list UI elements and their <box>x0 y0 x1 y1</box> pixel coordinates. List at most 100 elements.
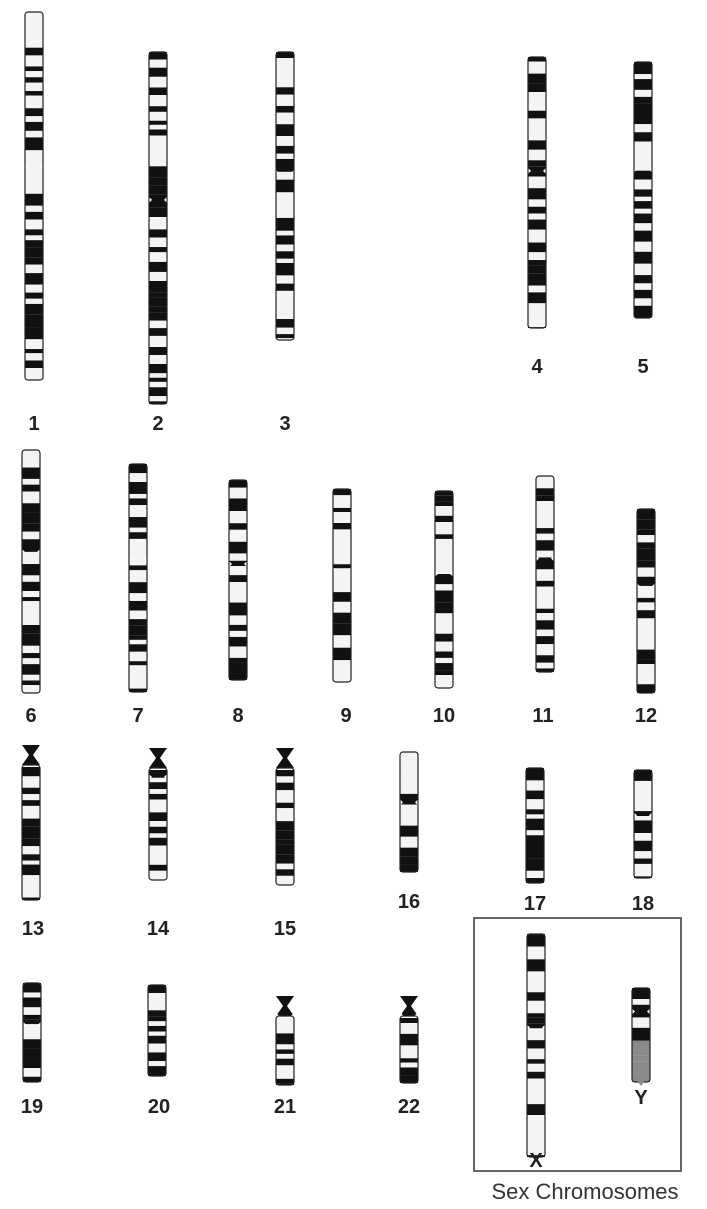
band <box>527 1127 545 1139</box>
band <box>25 293 43 299</box>
band <box>536 636 554 644</box>
band <box>25 265 43 273</box>
band <box>276 770 294 776</box>
band <box>528 150 546 161</box>
band <box>528 160 546 166</box>
band <box>276 1033 294 1044</box>
band <box>276 235 294 244</box>
band <box>527 947 545 960</box>
band <box>22 485 40 492</box>
band <box>435 564 453 574</box>
label-y: Y <box>634 1087 648 1109</box>
band <box>400 790 418 794</box>
band <box>148 1066 166 1076</box>
band <box>149 846 167 855</box>
band <box>148 1036 166 1044</box>
band <box>23 1039 41 1048</box>
band <box>528 260 546 266</box>
band <box>400 1058 418 1062</box>
band <box>229 530 247 542</box>
band <box>25 219 43 229</box>
band <box>400 1045 418 1058</box>
band <box>276 1079 294 1084</box>
band <box>634 864 652 876</box>
band <box>435 574 453 584</box>
band <box>229 625 247 631</box>
band <box>528 252 546 260</box>
band <box>149 859 167 865</box>
band <box>129 494 147 498</box>
band <box>129 636 147 640</box>
band <box>25 116 43 122</box>
band <box>276 136 294 146</box>
band <box>149 247 167 252</box>
band <box>528 312 546 322</box>
band <box>528 92 546 99</box>
band <box>634 74 652 79</box>
band <box>528 171 546 176</box>
band <box>528 286 546 293</box>
label-8: 8 <box>232 705 243 727</box>
band <box>435 670 453 675</box>
band <box>25 349 43 353</box>
band <box>129 539 147 552</box>
band <box>435 603 453 614</box>
band <box>129 670 147 680</box>
band <box>229 542 247 554</box>
band <box>527 1072 545 1079</box>
band <box>22 767 40 776</box>
band <box>25 194 43 206</box>
band <box>149 336 167 347</box>
band <box>276 328 294 334</box>
band <box>634 104 652 116</box>
band <box>632 1017 650 1027</box>
band <box>526 830 544 835</box>
band <box>149 272 167 281</box>
band <box>229 637 247 647</box>
band <box>25 163 43 174</box>
chromosome-1 <box>24 12 44 380</box>
band <box>536 587 554 594</box>
band <box>129 680 147 689</box>
band <box>536 516 554 528</box>
band <box>129 532 147 539</box>
band <box>129 601 147 611</box>
band <box>22 794 40 800</box>
band <box>276 231 294 236</box>
band <box>276 1065 294 1072</box>
chromosome-4 <box>527 57 547 328</box>
band <box>129 611 147 620</box>
band <box>22 582 40 591</box>
band <box>149 121 167 125</box>
band <box>276 839 294 844</box>
chromosome-17 <box>525 768 545 883</box>
band <box>149 136 167 145</box>
band <box>637 602 655 610</box>
band <box>637 586 655 598</box>
band <box>229 480 247 488</box>
band <box>400 1034 418 1046</box>
label-11: 11 <box>532 705 553 727</box>
band <box>528 99 546 110</box>
band <box>637 548 655 561</box>
band <box>527 1104 545 1115</box>
band <box>637 618 655 631</box>
band <box>634 97 652 104</box>
band <box>229 658 247 663</box>
band <box>129 644 147 651</box>
band <box>149 821 167 827</box>
chromosome-21 <box>275 996 295 1085</box>
band <box>22 680 40 685</box>
label-19: 19 <box>21 1096 43 1118</box>
band <box>22 591 40 597</box>
band <box>276 1018 294 1025</box>
band <box>149 833 167 837</box>
band <box>435 652 453 658</box>
band <box>129 582 147 593</box>
band <box>435 675 453 680</box>
band <box>149 778 167 782</box>
band <box>22 601 40 612</box>
band <box>22 552 40 564</box>
band <box>25 328 43 340</box>
band <box>400 773 418 784</box>
